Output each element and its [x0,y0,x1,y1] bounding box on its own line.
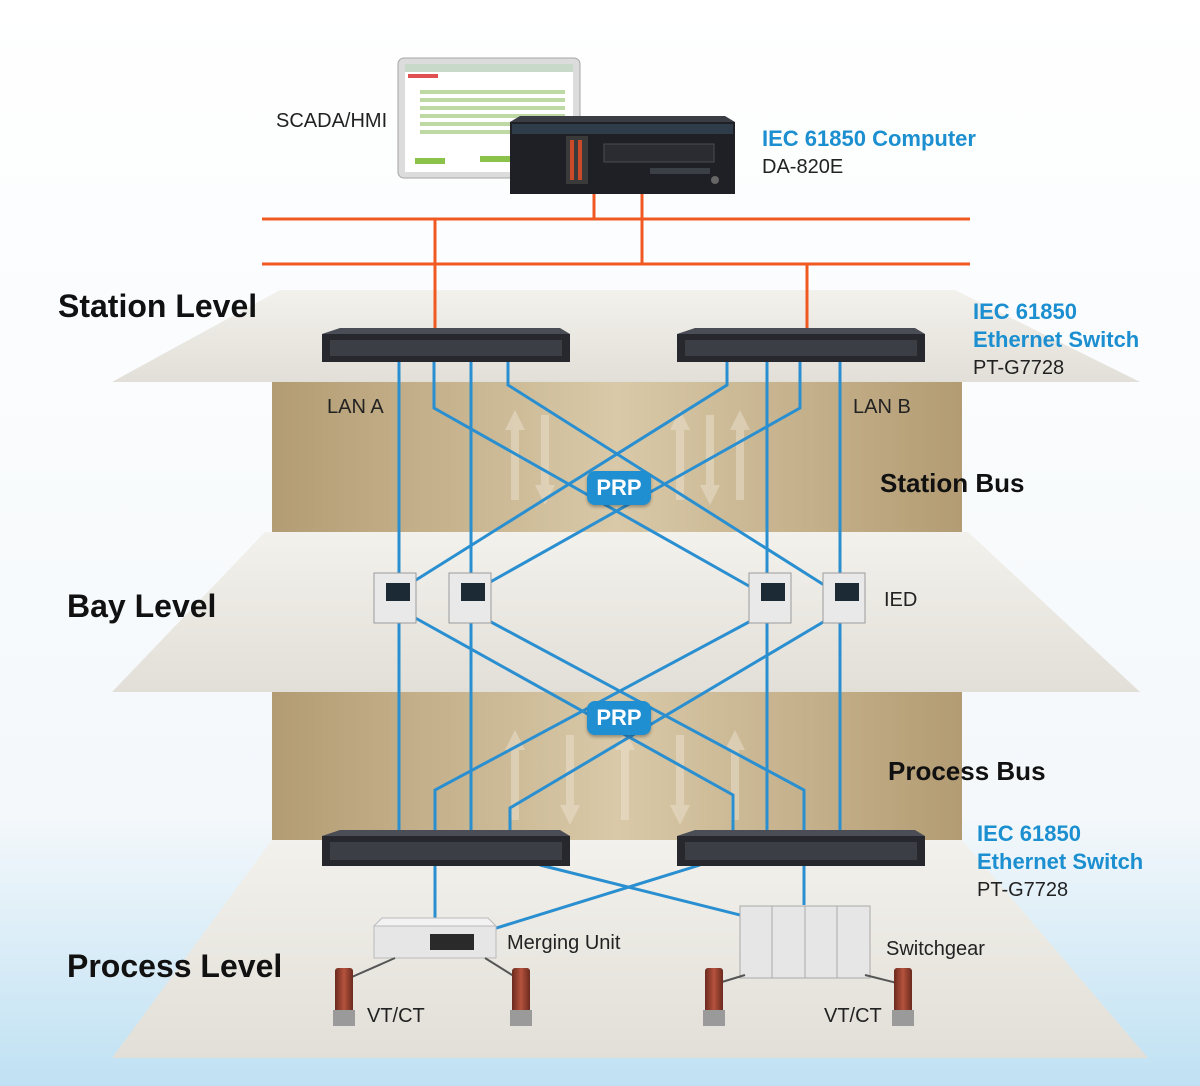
station-switch-model: PT-G7728 [973,357,1065,379]
vtct-insulator-icon-2 [510,968,532,1026]
station-switch-b-icon [677,328,925,362]
station-switch-title-1: IEC 61850 [973,299,1077,324]
prp-badge-upper: PRP [587,471,651,505]
vtct-insulator-icon-1 [333,968,355,1026]
ied-icon-1 [373,572,417,624]
process-level-floor [112,840,1148,1058]
station-bus-label: Station Bus [880,468,1025,498]
process-switch-a-icon [322,830,570,866]
computer-model: DA-820E [762,156,844,178]
vtct-insulator-icon-4 [892,968,914,1026]
bay-level-label: Bay Level [67,588,217,624]
vtct-label-right: VT/CT [824,1005,882,1027]
prp-badge-lower: PRP [587,701,651,735]
merging-unit-icon [344,917,521,981]
process-bus-traffic-arrows [505,730,745,825]
bay-level-floor [112,532,1140,692]
process-switch-b-icon [677,830,925,866]
ied-label: IED [884,589,918,611]
lan-b-label: LAN B [853,396,911,418]
ied-icon-3 [748,572,792,624]
ied-icon-2 [448,572,492,624]
ied-icon-4 [822,572,866,624]
computer-title: IEC 61850 Computer [762,126,976,151]
lan-a-label: LAN A [327,396,384,418]
station-level-label: Station Level [58,288,258,324]
da-820e-computer-icon [510,116,735,194]
merging-unit-label: Merging Unit [507,932,621,954]
station-switch-title-2: Ethernet Switch [973,327,1140,352]
process-level-label: Process Level [67,948,283,984]
process-switch-title-2: Ethernet Switch [977,849,1144,874]
process-switch-title-1: IEC 61850 [977,821,1081,846]
process-bus-label: Process Bus [888,756,1046,786]
vtct-label-left: VT/CT [367,1005,425,1027]
switchgear-label: Switchgear [886,938,985,960]
switchgear-icon [711,905,906,986]
station-switch-a-icon [322,328,570,362]
prp-links [397,362,842,932]
scada-label: SCADA/HMI [276,110,388,132]
vtct-insulator-icon-3 [703,968,725,1026]
station-lan-lines [262,192,970,330]
process-switch-model: PT-G7728 [977,879,1069,901]
